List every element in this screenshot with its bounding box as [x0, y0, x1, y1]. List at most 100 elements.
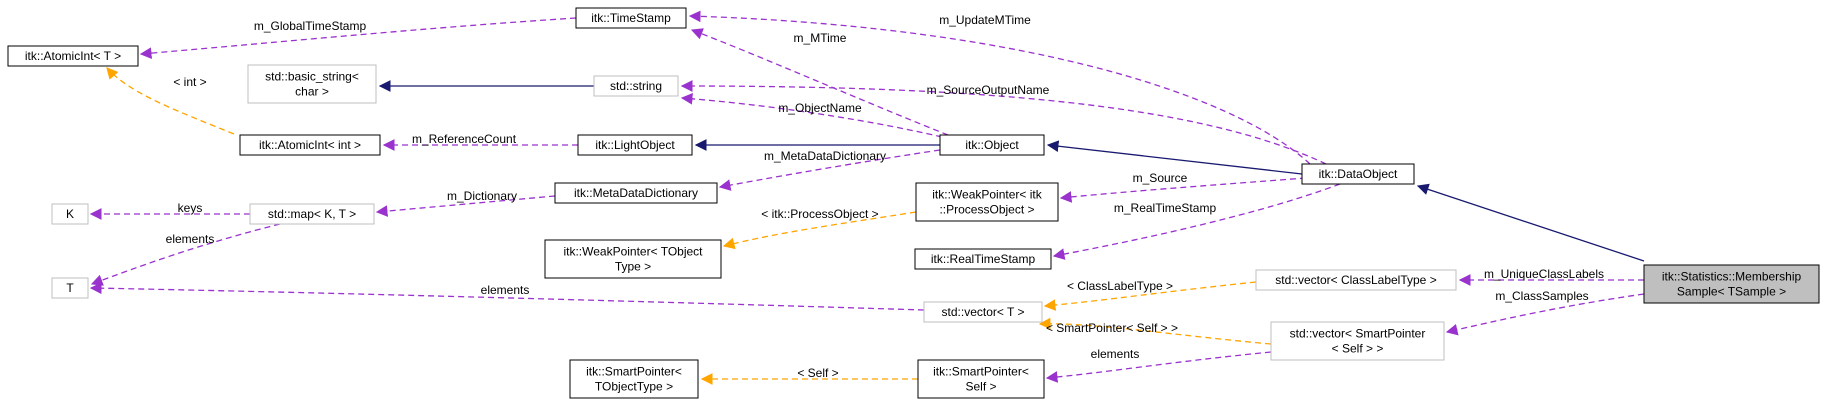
- class-node-atomicint-int[interactable]: itk::AtomicInt< int >: [239, 134, 381, 156]
- class-node-label: itk::TimeStamp: [591, 11, 671, 25]
- class-node-box: [544, 239, 722, 279]
- class-node-label: itk::DataObject: [1319, 167, 1398, 181]
- class-node-label: Type >: [615, 260, 651, 274]
- edge-mtime: [690, 28, 949, 136]
- class-node-box: [7, 45, 139, 67]
- class-node-weak-processobject[interactable]: itk::WeakPointer< itk::ProcessObject >: [915, 182, 1059, 222]
- class-node-label: std::basic_string<: [265, 70, 359, 84]
- edge-label-processobject: < itk::ProcessObject >: [761, 207, 878, 221]
- class-node-vector-classlabel[interactable]: std::vector< ClassLabelType >: [1255, 269, 1457, 291]
- edge-label-dictionary: m_Dictionary: [447, 189, 517, 203]
- class-node-lightobject[interactable]: itk::LightObject: [577, 134, 693, 156]
- edge-inherit-dataobject: [1416, 183, 1645, 262]
- class-node-box: [239, 134, 381, 156]
- edge-source-output-name: [680, 80, 1327, 165]
- edge-label-keys: keys: [178, 201, 203, 215]
- class-node-box: [554, 182, 718, 204]
- class-node-t[interactable]: T: [51, 277, 89, 299]
- class-node-smartptr-tobject[interactable]: itk::SmartPointer<TObjectType >: [569, 359, 699, 399]
- edge-processobject: [722, 211, 917, 250]
- class-node-timestamp[interactable]: itk::TimeStamp: [575, 7, 687, 29]
- class-node-box: [247, 64, 377, 104]
- class-node-box: [1255, 269, 1457, 291]
- edge-label-vector-elements: elements: [481, 283, 530, 297]
- class-node-label: Sample< TSample >: [1677, 285, 1786, 299]
- class-node-label: itk::MetaDataDictionary: [574, 186, 698, 200]
- class-node-label: itk::AtomicInt< T >: [25, 49, 121, 63]
- class-node-std-string[interactable]: std::string: [593, 75, 679, 97]
- class-node-label: K: [66, 207, 74, 221]
- edge-class-samples: [1445, 293, 1645, 336]
- class-node-box: [51, 203, 89, 225]
- class-node-vector-t[interactable]: std::vector< T >: [923, 301, 1043, 323]
- edge-global-timestamp: [139, 17, 577, 59]
- class-node-box: [915, 182, 1059, 222]
- edge-label-object-name: m_ObjectName: [778, 101, 862, 115]
- class-node-box: [939, 134, 1045, 156]
- class-node-label: Self >: [965, 380, 996, 394]
- edge-label-update-mtime: m_UpdateMTime: [939, 13, 1031, 27]
- edge-label-unique-class-labels: m_UniqueClassLabels: [1484, 267, 1604, 281]
- class-node-box: [917, 359, 1045, 399]
- class-node-box: [575, 7, 687, 29]
- edge-label-metadata-dictionary: m_MetaDataDictionary: [764, 149, 886, 163]
- class-node-box: [51, 277, 89, 299]
- class-node-metadatadict[interactable]: itk::MetaDataDictionary: [554, 182, 718, 204]
- class-node-basic-string[interactable]: std::basic_string<char >: [247, 64, 377, 104]
- edge-label-smartptr-self-tmpl: < SmartPointer< Self > >: [1046, 321, 1178, 335]
- class-node-label: itk::WeakPointer< itk: [932, 188, 1042, 202]
- class-node-weak-tobject[interactable]: itk::WeakPointer< TObjectType >: [544, 239, 722, 279]
- class-node-k[interactable]: K: [51, 203, 89, 225]
- class-node-label: itk::AtomicInt< int >: [259, 138, 361, 152]
- class-node-dataobject[interactable]: itk::DataObject: [1301, 163, 1415, 185]
- class-node-label: itk::LightObject: [595, 138, 675, 152]
- edge-smartptr-elements: [1045, 351, 1272, 383]
- edge-int: [106, 67, 235, 135]
- edge-label-classlabeltype: < ClassLabelType >: [1067, 279, 1173, 293]
- edge-label-self: < Self >: [797, 366, 838, 380]
- class-node-label: itk::Object: [965, 138, 1019, 152]
- class-node-vector-smartptr[interactable]: std::vector< SmartPointer< Self > >: [1270, 321, 1445, 361]
- class-node-label: std::vector< SmartPointer: [1290, 327, 1426, 341]
- class-node-box: [569, 359, 699, 399]
- class-node-label: std::vector< T >: [942, 305, 1025, 319]
- class-node-realtimestamp[interactable]: itk::RealTimeStamp: [914, 248, 1052, 270]
- edge-label-map-elements: elements: [166, 232, 215, 246]
- edge-label-global-timestamp: m_GlobalTimeStamp: [254, 19, 367, 33]
- class-node-label: T: [66, 281, 74, 295]
- edge-classlabeltype: [1043, 281, 1257, 311]
- class-node-box: [1270, 321, 1445, 361]
- class-node-atomicint-t[interactable]: itk::AtomicInt< T >: [7, 45, 139, 67]
- class-node-std-map[interactable]: std::map< K, T >: [249, 203, 375, 225]
- class-node-smartptr-self[interactable]: itk::SmartPointer<Self >: [917, 359, 1045, 399]
- edge-map-elements: [90, 223, 281, 286]
- class-node-box: [923, 301, 1043, 323]
- class-node-label: itk::SmartPointer<: [933, 365, 1029, 379]
- edge-label-int: < int >: [173, 75, 206, 89]
- class-node-label: itk::WeakPointer< TObject: [563, 245, 703, 259]
- class-node-label: itk::RealTimeStamp: [931, 252, 1036, 266]
- class-node-box: [577, 134, 693, 156]
- edge-smartptr-self-tmpl: [1038, 317, 1272, 345]
- edge-update-mtime: [688, 10, 1311, 165]
- class-node-label: < Self > >: [1332, 342, 1384, 356]
- edge-inherit-object: [1046, 140, 1303, 175]
- edge-label-source: m_Source: [1133, 171, 1188, 185]
- class-node-label: char >: [295, 85, 329, 99]
- class-node-label: std::map< K, T >: [268, 207, 356, 221]
- edge-realtimestamp: [1052, 183, 1341, 260]
- class-node-box: [1643, 264, 1820, 304]
- class-node-object[interactable]: itk::Object: [939, 134, 1045, 156]
- class-node-box: [249, 203, 375, 225]
- edge-label-realtimestamp: m_RealTimeStamp: [1114, 201, 1217, 215]
- class-node-label: std::string: [610, 79, 662, 93]
- class-node-label: itk::SmartPointer<: [586, 365, 682, 379]
- edge-label-source-output-name: m_SourceOutputName: [927, 83, 1050, 97]
- edge-label-class-samples: m_ClassSamples: [1495, 289, 1588, 303]
- edge-source: [1059, 177, 1307, 203]
- edge-label-reference-count: m_ReferenceCount: [412, 132, 517, 146]
- class-node-label: ::ProcessObject >: [939, 203, 1034, 217]
- class-node-label: TObjectType >: [595, 380, 673, 394]
